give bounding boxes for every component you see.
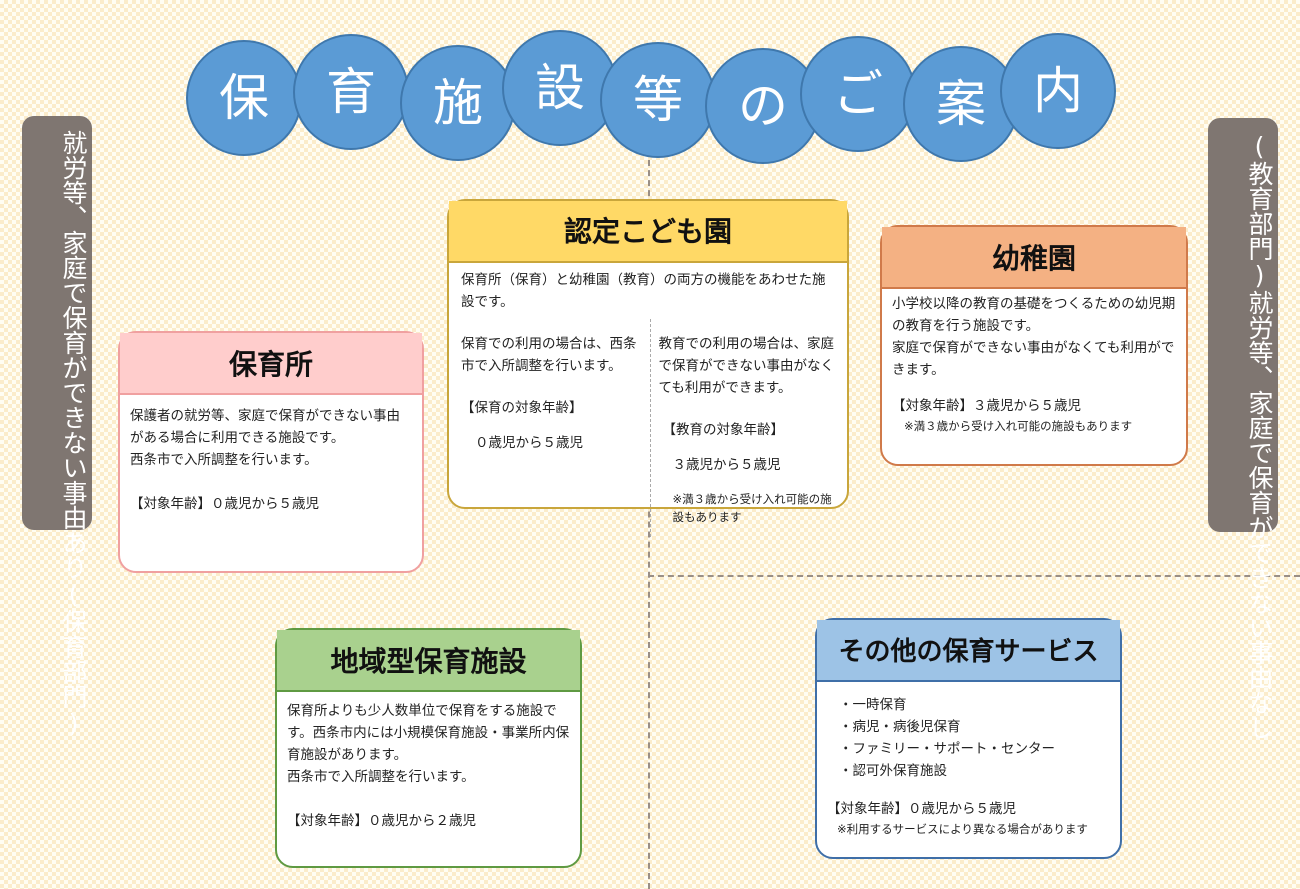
title-char-4: 設 <box>502 30 618 146</box>
youchien-title: 幼稚園 <box>882 227 1186 289</box>
left-side-main: 就労等、家庭で保育ができない事由あり <box>59 130 88 580</box>
title-char-9: 内 <box>1000 33 1116 149</box>
title-char-2: 育 <box>293 34 409 150</box>
youchien-note: ※満３歳から受け入れ可能の施設もあります <box>904 419 1133 433</box>
hoikusho-card: 保育所 保護者の就労等、家庭で保育ができない事由がある場合に利用できる施設です。… <box>118 331 424 573</box>
horizontal-divider <box>648 575 1300 577</box>
right-side-sub: (教育部門) <box>1245 132 1274 290</box>
sonota-card: その他の保育サービス ・一時保育 ・病児・病後児保育 ・ファミリー・サポート・セ… <box>815 618 1122 859</box>
nintei-title: 認定こども園 <box>449 201 847 263</box>
nintei-hoiku-text: 保育での利用の場合は、西条市で入所調整を行います。 <box>461 335 637 374</box>
chiiki-desc1: 保育所よりも少人数単位で保育をする施設です。西条市内には小規模保育施設・事業所内… <box>287 703 570 763</box>
left-side-sub: (保育部門) <box>59 580 88 738</box>
nintei-kyoiku-note: ※満３歳から受け入れ可能の施設もあります <box>672 491 832 524</box>
nintei-card: 認定こども園 保育所（保育）と幼稚園（教育）の両方の機能をあわせた施設です。 保… <box>447 199 849 537</box>
nintei-kyoiku-tag: 【教育の対象年齢】 <box>662 421 785 438</box>
chiiki-title: 地域型保育施設 <box>277 630 580 692</box>
hoikusho-age: 【対象年齢】０歳児から５歳児 <box>130 496 319 512</box>
sonota-item-family-support: ・ファミリー・サポート・センター <box>839 741 1055 757</box>
left-side-label: 就労等、家庭で保育ができない事由あり(保育部門) <box>22 116 92 738</box>
title-char-5: 等 <box>600 42 716 158</box>
right-side-main: 就労等、家庭で保育ができない事由なし <box>1245 290 1274 740</box>
sonota-item-byouji: ・病児・病後児保育 <box>839 719 961 735</box>
chiiki-card: 地域型保育施設 保育所よりも少人数単位で保育をする施設です。西条市内には小規模保… <box>275 628 582 868</box>
right-side-label: (教育部門)就労等、家庭で保育ができない事由なし <box>1208 118 1278 740</box>
sonota-age: 【対象年齢】０歳児から５歳児 <box>827 801 1016 817</box>
nintei-hoiku-tag: 【保育の対象年齢】 <box>461 399 583 416</box>
sonota-title: その他の保育サービス <box>817 620 1120 682</box>
chiiki-age: 【対象年齢】０歳児から２歳児 <box>287 813 476 829</box>
hoikusho-desc2: 西条市で入所調整を行います。 <box>130 452 318 468</box>
sonota-item-ichiji: ・一時保育 <box>839 697 907 713</box>
sonota-item-ninkagai: ・認可外保育施設 <box>839 763 947 779</box>
title-char-7: ご <box>800 36 916 152</box>
sonota-note: ※利用するサービスにより異なる場合があります <box>837 822 1088 836</box>
youchien-card: 幼稚園 小学校以降の教育の基礎をつくるための幼児期の教育を行う施設です。 家庭で… <box>880 225 1188 466</box>
title-char-3: 施 <box>400 45 516 161</box>
title-char-8: 案 <box>903 46 1019 162</box>
youchien-age: 【対象年齢】３歳児から５歳児 <box>892 398 1081 414</box>
title-char-1: 保 <box>186 40 302 156</box>
youchien-desc1: 小学校以降の教育の基礎をつくるための幼児期の教育を行う施設です。 <box>892 296 1176 334</box>
nintei-hoiku-col: 保育での利用の場合は、西条市で入所調整を行います。 【保育の対象年齢】 ０歳児か… <box>449 319 650 537</box>
hoikusho-title: 保育所 <box>120 333 422 395</box>
youchien-desc2: 家庭で保育ができない事由がなくても利用ができます。 <box>892 340 1175 378</box>
nintei-intro: 保育所（保育）と幼稚園（教育）の両方の機能をあわせた施設です。 <box>461 272 826 310</box>
vertical-divider <box>648 150 650 889</box>
chiiki-desc2: 西条市で入所調整を行います。 <box>287 769 475 785</box>
nintei-kyoiku-text: 教育での利用の場合は、家庭で保育ができない事由がなくても利用ができます。 <box>658 335 835 396</box>
nintei-hoiku-age: ０歳児から５歳児 <box>475 435 583 451</box>
nintei-kyoiku-col: 教育での利用の場合は、家庭で保育ができない事由がなくても利用ができます。 【教育… <box>649 319 848 537</box>
hoikusho-desc1: 保護者の就労等、家庭で保育ができない事由がある場合に利用できる施設です。 <box>130 408 400 446</box>
nintei-kyoiku-age: ３歳児から５歳児 <box>672 457 781 473</box>
